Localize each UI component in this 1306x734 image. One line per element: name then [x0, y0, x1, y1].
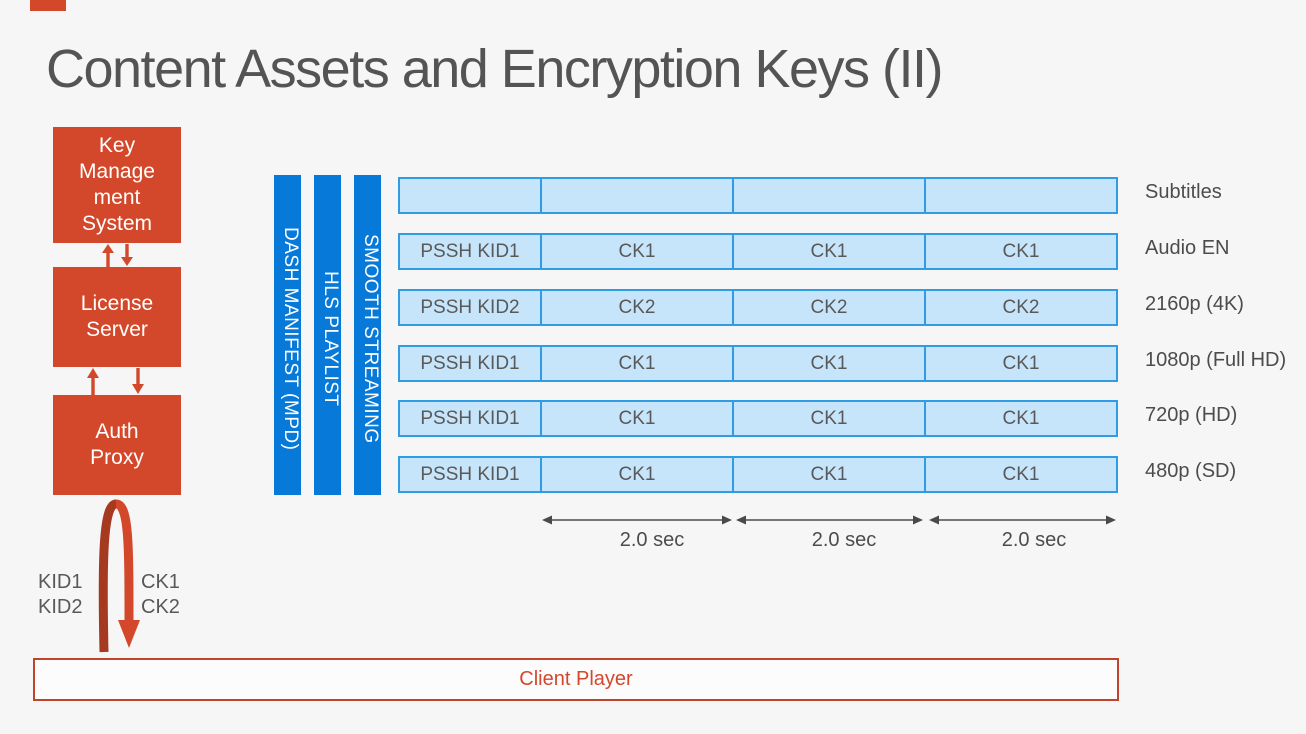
pssh-cell: PSSH KID1 — [398, 345, 542, 382]
track-row-1080p: PSSH KID1 CK1 CK1 CK1 1080p (Full HD) — [398, 345, 1286, 382]
content-keys-label: CK1 CK2 — [141, 571, 180, 618]
pssh-cell: PSSH KID2 — [398, 289, 542, 326]
segment-cell: CK2 — [542, 289, 734, 326]
up-arrow-icon — [102, 244, 114, 267]
auth-proxy-box: Auth Proxy — [53, 395, 181, 495]
segment-cell: CK1 — [542, 456, 734, 493]
double-arrow-icon — [929, 515, 1116, 525]
segment-cell: CK1 — [542, 400, 734, 437]
segment-cell: CK1 — [542, 345, 734, 382]
segment-duration-label: 2.0 sec — [619, 529, 685, 551]
double-arrow-icon — [542, 515, 732, 525]
double-arrow-icon — [736, 515, 923, 525]
segment-cell — [734, 177, 926, 214]
kms-license-arrows-icon — [102, 244, 133, 267]
client-player-box: Client Player — [33, 658, 1119, 701]
down-arrow-icon — [132, 368, 144, 394]
track-row-subtitles: Subtitles — [398, 177, 1222, 214]
track-label: Audio EN — [1145, 237, 1230, 259]
license-auth-arrows-icon — [87, 368, 144, 395]
track-row-2160p: PSSH KID2 CK2 CK2 CK2 2160p (4K) — [398, 289, 1244, 326]
page-title: Content Assets and Encryption Keys (II) — [46, 39, 943, 99]
pssh-cell: PSSH KID1 — [398, 233, 542, 270]
key-ids-label: KID1 KID2 — [38, 571, 83, 618]
segment-cell: CK2 — [926, 289, 1118, 326]
segment-cell: CK1 — [734, 400, 926, 437]
key-exchange-arch-arrow-icon — [98, 499, 140, 653]
dash-manifest-bar: DASH MANIFEST (MPD) — [274, 175, 301, 495]
segment-cell: CK1 — [926, 233, 1118, 270]
segment-cell: CK2 — [734, 289, 926, 326]
segment-cell — [542, 177, 734, 214]
track-label: 2160p (4K) — [1145, 293, 1244, 315]
track-label: Subtitles — [1145, 181, 1222, 203]
segment-cell: CK1 — [734, 456, 926, 493]
key-management-system-box: Key Manage ment System — [53, 127, 181, 243]
track-row-audio: PSSH KID1 CK1 CK1 CK1 Audio EN — [398, 233, 1230, 270]
slide-corner-accent — [30, 0, 66, 11]
pssh-cell — [398, 177, 542, 214]
segment-cell: CK1 — [926, 400, 1118, 437]
up-arrow-icon — [87, 368, 99, 395]
segment-cell — [926, 177, 1118, 214]
arrowhead-icon — [118, 620, 140, 648]
pssh-cell: PSSH KID1 — [398, 400, 542, 437]
smooth-streaming-bar: SMOOTH STREAMING — [354, 175, 381, 495]
track-label: 480p (SD) — [1145, 460, 1237, 482]
down-arrow-icon — [121, 244, 133, 266]
track-row-480p: PSSH KID1 CK1 CK1 CK1 480p (SD) — [398, 456, 1236, 493]
client-player-label: Client Player — [519, 668, 633, 690]
track-label: 720p (HD) — [1145, 404, 1238, 426]
segment-cell: CK1 — [734, 345, 926, 382]
segment-duration-label: 2.0 sec — [1001, 529, 1067, 551]
segment-duration-arrows-icon — [542, 515, 1116, 525]
pssh-cell: PSSH KID1 — [398, 456, 542, 493]
track-row-720p: PSSH KID1 CK1 CK1 CK1 720p (HD) — [398, 400, 1237, 437]
segment-cell: CK1 — [734, 233, 926, 270]
hls-playlist-bar: HLS PLAYLIST — [314, 175, 341, 495]
license-server-box: License Server — [53, 267, 181, 367]
segment-cell: CK1 — [542, 233, 734, 270]
track-label: 1080p (Full HD) — [1145, 349, 1287, 371]
segment-cell: CK1 — [926, 456, 1118, 493]
segment-cell: CK1 — [926, 345, 1118, 382]
segment-duration-label: 2.0 sec — [811, 529, 877, 551]
